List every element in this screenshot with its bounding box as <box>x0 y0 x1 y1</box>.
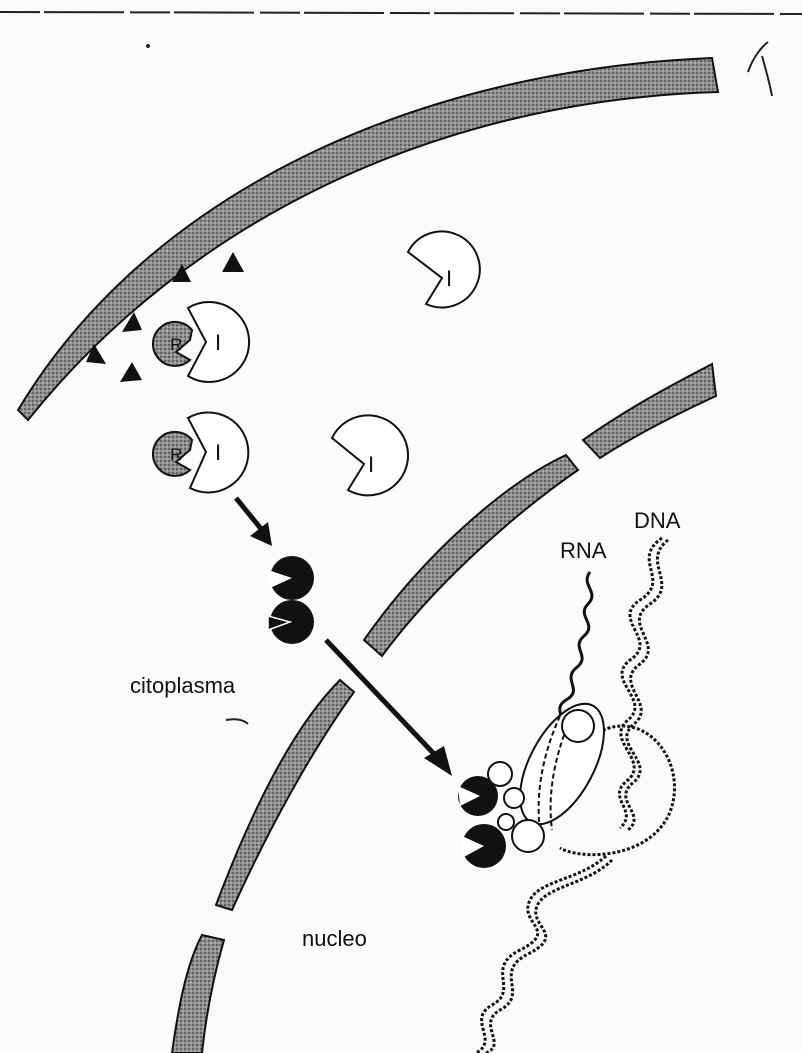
ligand-triangle <box>120 362 142 382</box>
svg-text:R: R <box>170 335 182 354</box>
rna-label: RNA <box>560 538 606 564</box>
inhibitor-protein-free-1: I <box>408 231 480 307</box>
receptor-inhibitor-complex-2: R I <box>153 412 248 492</box>
receptor-inhibitor-complex-1: R I <box>153 302 249 382</box>
transcription-complex <box>458 691 621 868</box>
cell-membrane <box>18 58 718 420</box>
top-scan-line <box>0 12 802 14</box>
corner-mark <box>748 42 772 96</box>
speck <box>146 44 150 48</box>
nuclear-envelope-segment-1 <box>583 364 716 458</box>
inhibitor-protein-free-2: I <box>332 415 408 495</box>
translocation-arrow-2 <box>326 640 452 776</box>
nucleus-label: nucleo <box>302 926 367 952</box>
svg-text:I: I <box>446 266 452 291</box>
translocation-arrow-1 <box>236 498 272 546</box>
scan-dash <box>226 719 248 724</box>
nuclear-envelope-segment-4 <box>172 935 224 1053</box>
svg-text:I: I <box>215 440 221 465</box>
nuclear-envelope-segment-3 <box>216 680 354 910</box>
activated-receptor-dimer <box>268 556 314 644</box>
svg-text:R: R <box>170 445 182 464</box>
cytoplasm-label: citoplasma <box>130 673 235 699</box>
svg-text:I: I <box>368 452 374 477</box>
svg-text:I: I <box>215 330 221 355</box>
dna-label: DNA <box>634 508 680 534</box>
ligand-triangle <box>222 252 244 272</box>
